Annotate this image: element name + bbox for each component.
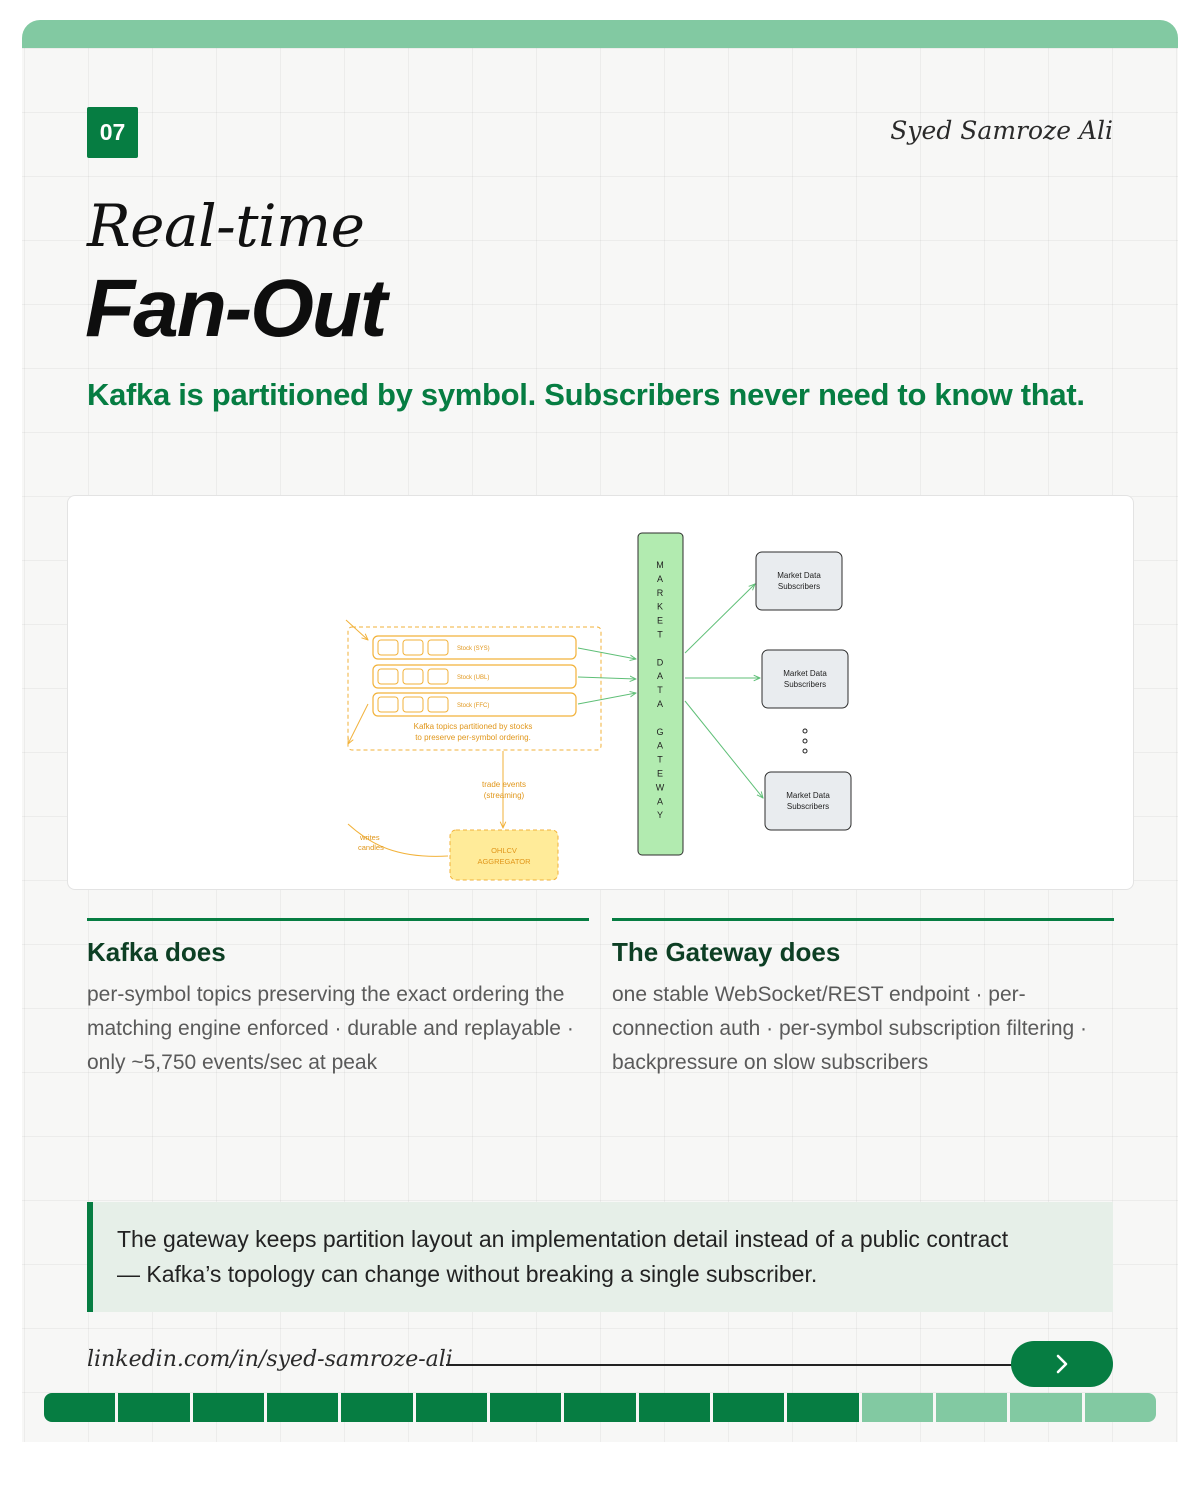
aggregator-line-1: OHLCV xyxy=(491,846,517,855)
progress-segment xyxy=(1084,1393,1156,1422)
kafka-heading: Kafka does xyxy=(87,937,226,967)
kafka-caption-line-1: Kafka topics partitioned by stocks xyxy=(414,722,533,731)
linkedin-link[interactable]: linkedin.com/in/syed-samroze-ali xyxy=(87,1347,453,1372)
gateway-column: The Gateway does one stable WebSocket/RE… xyxy=(612,918,1114,1080)
subscriber-label-line-2: Subscribers xyxy=(784,680,826,689)
topic-label: Stock (FFC) xyxy=(457,703,489,709)
progress-bar xyxy=(44,1393,1156,1422)
slide-number-badge: 07 xyxy=(87,107,138,158)
aggregator-line-2: AGGREGATOR xyxy=(477,857,531,866)
subscriber-label-line-2: Subscribers xyxy=(778,582,820,591)
trade-events-line-2: (streaming) xyxy=(484,791,525,800)
progress-segment xyxy=(787,1393,859,1422)
progress-segment xyxy=(415,1393,487,1422)
kafka-topic-row: Stock (UBL) xyxy=(372,664,577,689)
writes-line-2: candles xyxy=(358,843,384,852)
subscriber-box: Market Data Subscribers xyxy=(761,649,849,709)
kafka-body: per-symbol topics preserving the exact o… xyxy=(87,983,574,1074)
kafka-topic-row: Stock (FFC) xyxy=(372,692,577,717)
kafka-column: Kafka does per-symbol topics preserving … xyxy=(87,918,589,1080)
subscriber-label-line-1: Market Data xyxy=(786,791,830,800)
progress-segment xyxy=(935,1393,1008,1422)
topic-label: Stock (UBL) xyxy=(457,675,489,681)
chevron-right-icon xyxy=(1056,1354,1068,1374)
column-rule xyxy=(612,918,1114,921)
footer-divider xyxy=(446,1364,1026,1366)
top-accent-band xyxy=(22,20,1178,48)
kafka-cluster-box xyxy=(347,626,602,751)
subscriber-label-line-1: Market Data xyxy=(783,669,827,678)
progress-segment xyxy=(44,1393,116,1422)
ellipsis-dot xyxy=(802,738,808,744)
progress-segment xyxy=(118,1393,190,1422)
diagram-canvas: Stock (SYS) Stock (UBL) Stock (FFC) Kafk… xyxy=(345,532,852,881)
progress-segment xyxy=(341,1393,413,1422)
column-rule xyxy=(87,918,589,921)
writes-line-1: writes xyxy=(359,833,380,842)
ellipsis-dot xyxy=(802,728,808,734)
next-button[interactable] xyxy=(1011,1341,1113,1387)
trade-events-line-1: trade events xyxy=(482,780,526,789)
progress-segment xyxy=(192,1393,264,1422)
subscriber-label-line-2: Subscribers xyxy=(787,802,829,811)
kafka-topic-row: Stock (SYS) xyxy=(372,635,577,660)
progress-segment xyxy=(489,1393,562,1422)
topic-label: Stock (SYS) xyxy=(457,646,490,652)
author-name: Syed Samroze Ali xyxy=(890,116,1113,145)
progress-segment xyxy=(712,1393,785,1422)
kafka-caption-line-2: to preserve per-symbol ordering. xyxy=(415,733,531,742)
subscriber-box: Market Data Subscribers xyxy=(764,771,852,831)
ohlcv-aggregator-box xyxy=(449,829,559,881)
title-line-1: Real-time xyxy=(87,192,365,260)
title-line-2: Fan-Out xyxy=(85,263,387,354)
slide-card: 07 Syed Samroze Ali Real-time Fan-Out Ka… xyxy=(22,20,1178,1442)
market-data-gateway xyxy=(637,532,684,856)
subscriber-box: Market Data Subscribers xyxy=(755,551,843,611)
progress-segment xyxy=(564,1393,636,1422)
progress-segment xyxy=(266,1393,339,1422)
subtitle: Kafka is partitioned by symbol. Subscrib… xyxy=(87,377,1085,412)
gateway-heading: The Gateway does xyxy=(612,937,841,967)
progress-segment xyxy=(861,1393,933,1422)
architecture-diagram: Stock (SYS) Stock (UBL) Stock (FFC) Kafk… xyxy=(67,495,1134,890)
ellipsis-dot xyxy=(802,748,808,754)
subscriber-label-line-1: Market Data xyxy=(777,571,821,580)
gateway-body: one stable WebSocket/REST endpoint · per… xyxy=(612,983,1088,1074)
progress-segment xyxy=(638,1393,710,1422)
progress-segment xyxy=(1010,1393,1082,1422)
callout-quote: The gateway keeps partition layout an im… xyxy=(87,1202,1113,1312)
